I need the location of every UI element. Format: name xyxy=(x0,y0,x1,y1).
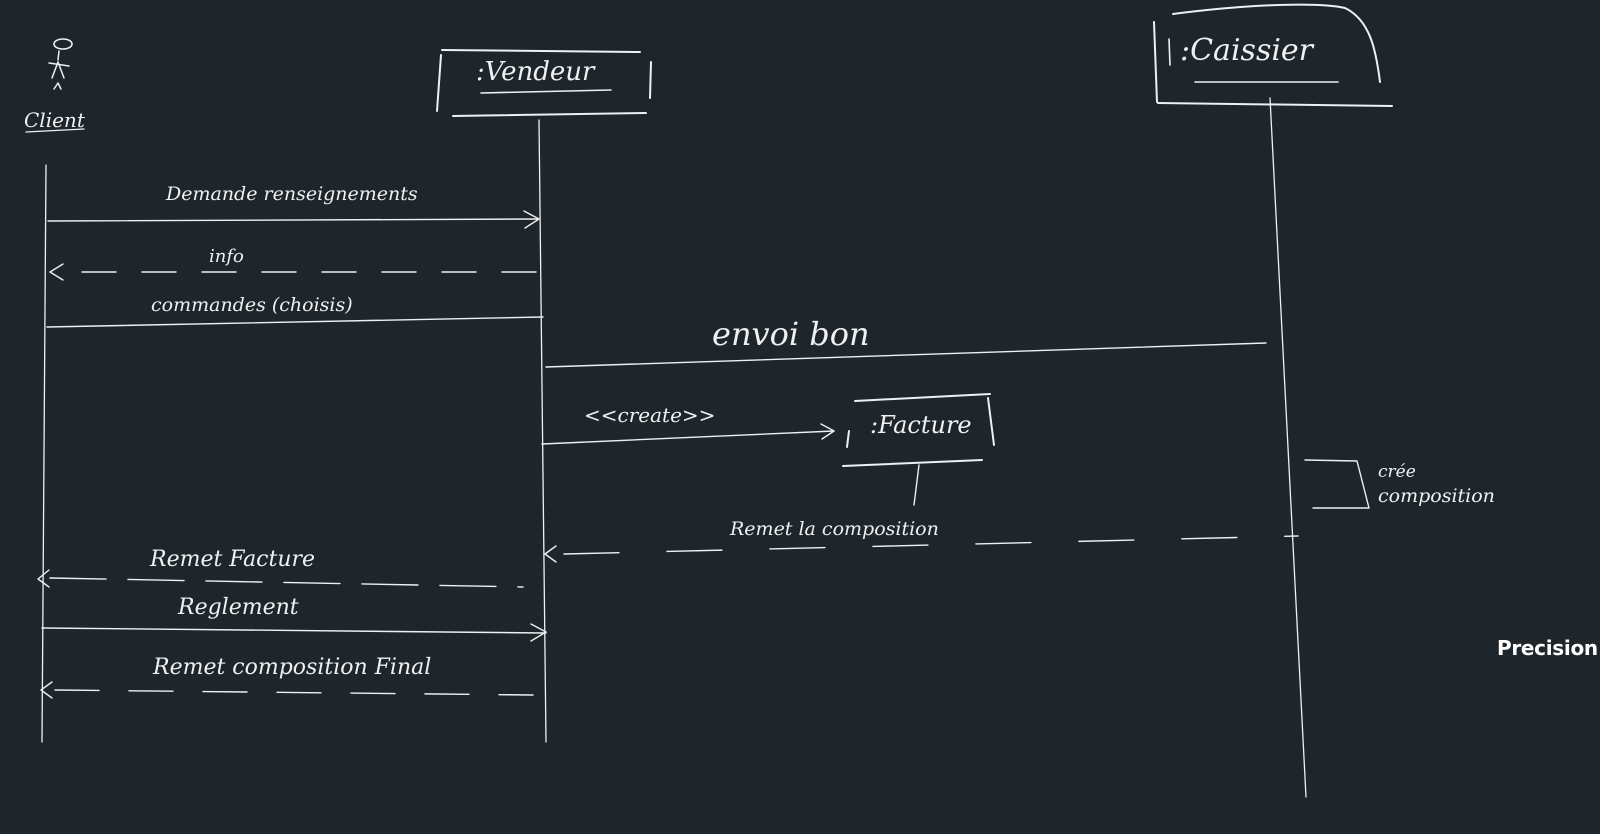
message-9-label: Remet composition Final xyxy=(152,655,431,680)
precision-toggle[interactable]: Precision xyxy=(1497,636,1598,660)
message-create: <<create>> xyxy=(541,403,835,445)
facture-box-bottom xyxy=(842,459,983,467)
actor-head xyxy=(53,38,73,50)
message-3-line xyxy=(46,316,544,328)
message-3-label: commandes (choisis) xyxy=(151,294,353,316)
message-5-line xyxy=(541,430,835,445)
message-reglement: Reglement xyxy=(41,595,547,642)
message-commandes: commandes (choisis) xyxy=(46,294,544,328)
actor-body xyxy=(48,50,70,90)
message-8-line xyxy=(41,627,547,634)
message-remet-facture: Remet Facture xyxy=(37,547,524,588)
caissier-box-inner-tick xyxy=(1168,38,1171,66)
message-1-line xyxy=(47,218,539,222)
participant-facture: :Facture xyxy=(842,393,995,506)
message-4-line xyxy=(545,342,1267,368)
message-7-label: Remet Facture xyxy=(149,547,315,572)
message-6-arrowhead xyxy=(544,545,557,563)
self-call-label-2: composition xyxy=(1378,485,1495,507)
message-9-arrowhead xyxy=(40,681,53,699)
participant-vendeur: :Vendeur xyxy=(436,49,652,117)
message-6-line xyxy=(563,535,1299,555)
actor-client-underline xyxy=(25,128,85,133)
lifeline-vendeur xyxy=(538,119,547,743)
message-4-label: envoi bon xyxy=(712,315,870,353)
message-6-label: Remet la composition xyxy=(729,518,939,540)
facture-box-right xyxy=(987,397,995,446)
facture-label: :Facture xyxy=(870,411,972,439)
message-info: info xyxy=(49,246,538,281)
vendeur-box-left xyxy=(436,54,442,112)
caissier-box-bottom xyxy=(1157,102,1393,107)
message-5-arrowhead xyxy=(820,423,835,440)
vendeur-box-top xyxy=(441,49,641,53)
caissier-box-top-right xyxy=(1172,3,1381,83)
lifeline-client xyxy=(41,164,47,743)
caissier-box-left xyxy=(1153,21,1158,103)
vendeur-box-right xyxy=(649,61,652,99)
vendeur-box-bottom xyxy=(452,112,647,117)
vendeur-label: :Vendeur xyxy=(476,57,596,87)
actor-client-label: Client xyxy=(24,108,86,132)
facture-lifeline xyxy=(913,464,920,506)
message-8-arrowhead xyxy=(530,623,547,642)
message-demande-renseignements: Demande renseignements xyxy=(47,183,540,229)
message-remet-la-composition: Remet la composition xyxy=(544,518,1299,563)
message-1-arrowhead xyxy=(523,210,540,229)
message-envoi-bon: envoi bon xyxy=(545,315,1267,368)
self-call-label-1: crée xyxy=(1378,462,1416,482)
message-1-label: Demande renseignements xyxy=(165,183,418,205)
participant-caissier: :Caissier xyxy=(1153,3,1393,107)
self-call-cree-composition: crée composition xyxy=(1304,459,1495,509)
message-2-label: info xyxy=(209,246,244,267)
vendeur-underline xyxy=(480,89,612,94)
message-5-label: <<create>> xyxy=(584,403,715,427)
facture-box-left xyxy=(846,430,850,448)
lifeline-caissier xyxy=(1269,97,1307,798)
actor-client: Client xyxy=(24,38,86,133)
facture-box-top xyxy=(854,393,991,402)
message-9-line xyxy=(54,689,534,696)
self-call-bracket xyxy=(1304,459,1370,509)
message-7-arrowhead xyxy=(37,569,50,588)
message-2-arrowhead xyxy=(49,263,64,281)
message-7-line xyxy=(49,577,524,588)
caissier-label: :Caissier xyxy=(1180,33,1315,68)
message-remet-composition-final: Remet composition Final xyxy=(40,655,534,699)
message-8-label: Reglement xyxy=(177,595,299,620)
